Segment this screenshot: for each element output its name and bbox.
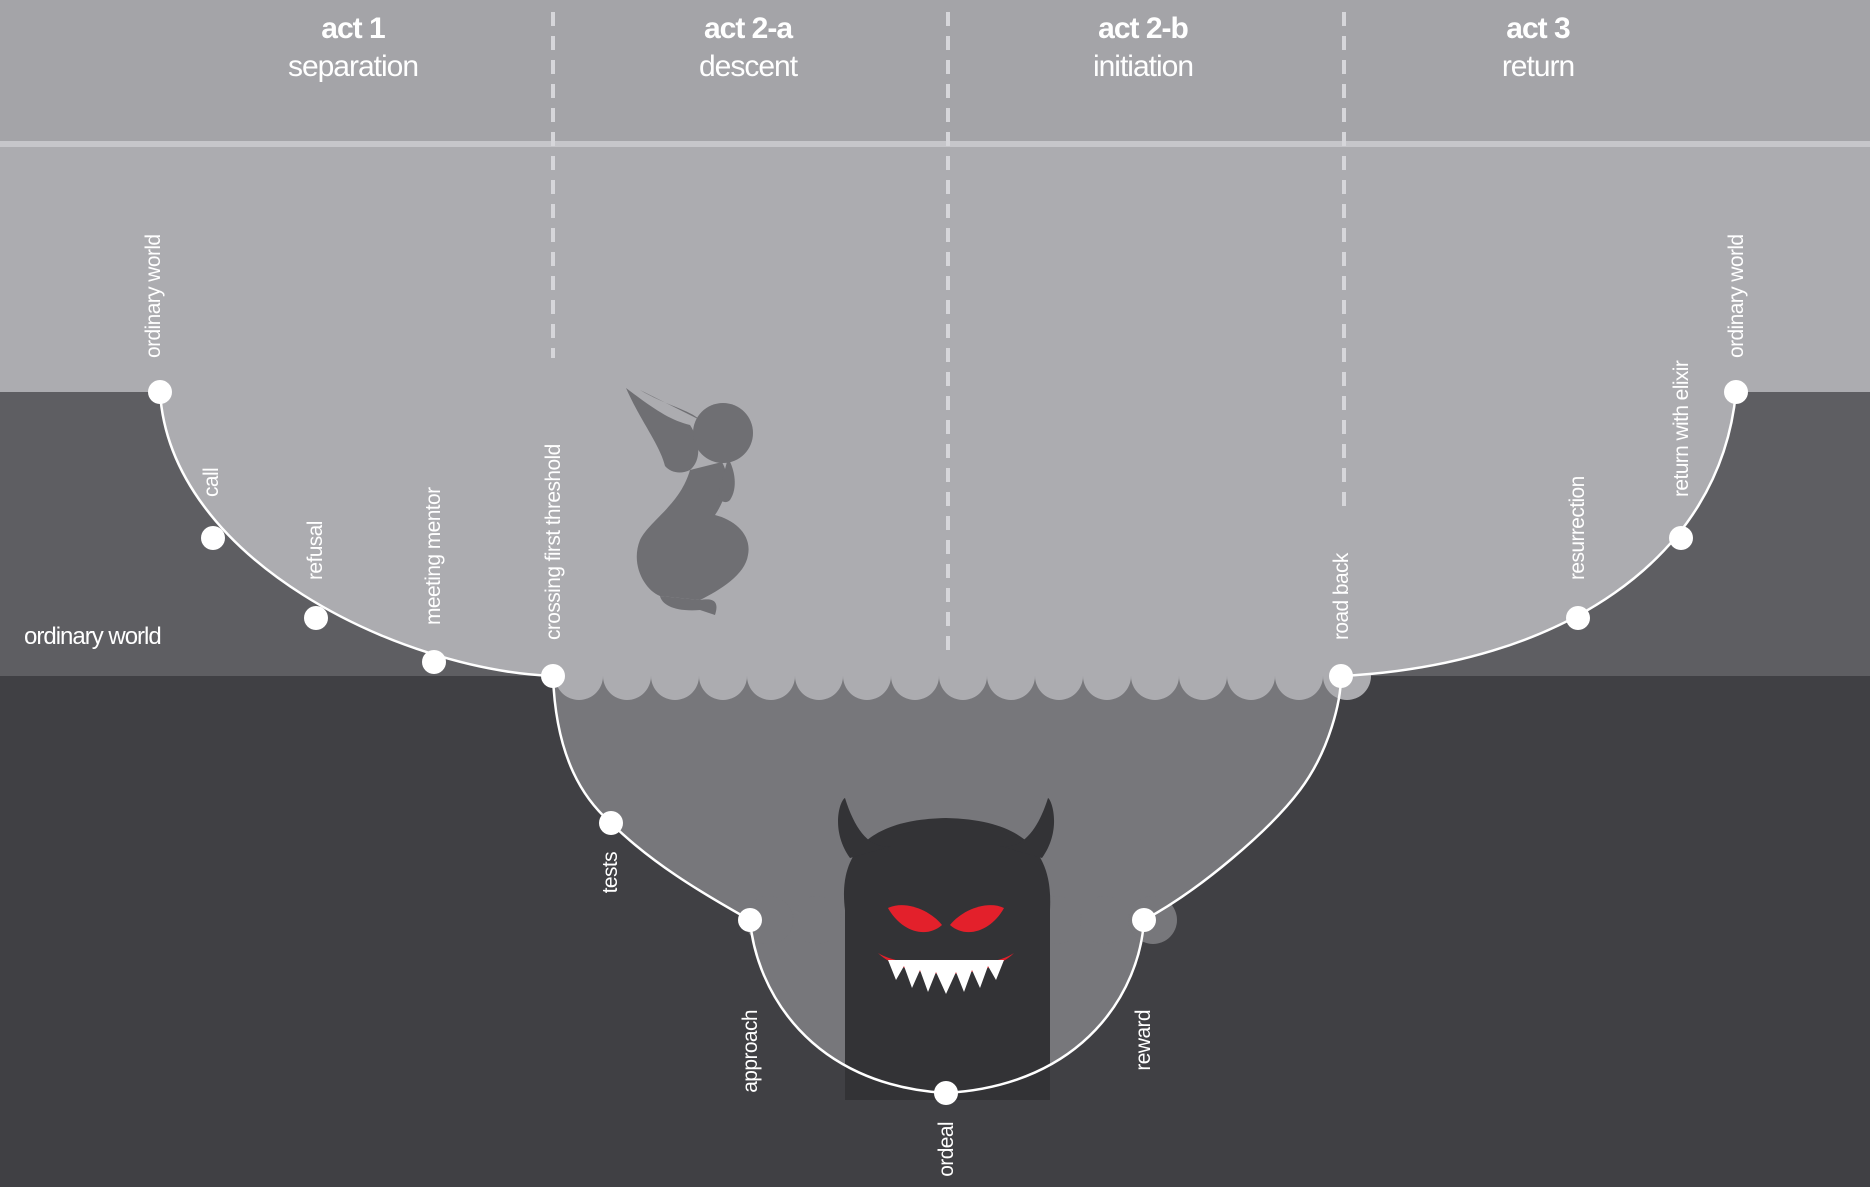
- stage-label-call: call: [200, 468, 223, 497]
- stage-marker-ordeal: [934, 1081, 958, 1105]
- stage-marker-call: [201, 526, 225, 550]
- stage-marker-refusal: [304, 606, 328, 630]
- horned-monster-figure: [838, 798, 1054, 1100]
- act-2b-number: act 2-b: [1098, 12, 1188, 45]
- stage-label-tests: tests: [599, 852, 622, 893]
- stage-marker-ordinary-world-start: [148, 380, 172, 404]
- act-3-number: act 3: [1506, 12, 1570, 45]
- act-2a-name: descent: [699, 50, 799, 83]
- stage-marker-ordinary-world-end: [1724, 380, 1748, 404]
- stage-label-ordeal: ordeal: [935, 1122, 958, 1177]
- stage-label-meeting-mentor: meeting mentor: [422, 487, 445, 625]
- stage-marker-meeting-mentor: [422, 650, 446, 674]
- stage-marker-tests: [599, 811, 623, 835]
- stage-marker-resurrection: [1566, 606, 1590, 630]
- stage-label-reward: reward: [1132, 1010, 1155, 1071]
- stage-label-refusal: refusal: [304, 521, 327, 580]
- act-3-name: return: [1502, 50, 1574, 83]
- stage-label-ordinary-world-end: ordinary world: [1725, 235, 1748, 359]
- header-divider: [0, 141, 1870, 147]
- act-2a-number: act 2-a: [704, 12, 793, 45]
- stage-marker-return-with-elixir: [1669, 526, 1693, 550]
- stage-marker-approach: [738, 908, 762, 932]
- stage-label-crossing-first-threshold: crossing first threshold: [542, 444, 565, 640]
- stage-label-road-back: road back: [1330, 552, 1353, 640]
- stage-label-resurrection: resurrection: [1566, 476, 1589, 580]
- stage-label-return-with-elixir: return with elixir: [1670, 360, 1693, 497]
- stage-marker-reward: [1132, 908, 1156, 932]
- act-2b-name: initiation: [1093, 50, 1193, 83]
- act-1-number: act 1: [321, 12, 385, 45]
- act-1-name: separation: [288, 50, 418, 83]
- stage-label-ordinary-world-start: ordinary world: [142, 235, 165, 359]
- ordinary-world-region-label: ordinary world: [24, 623, 161, 650]
- stage-marker-crossing-first-threshold: [541, 664, 565, 688]
- acts-header-band: [0, 0, 1870, 141]
- stage-label-approach: approach: [739, 1010, 762, 1093]
- stage-marker-road-back: [1329, 664, 1353, 688]
